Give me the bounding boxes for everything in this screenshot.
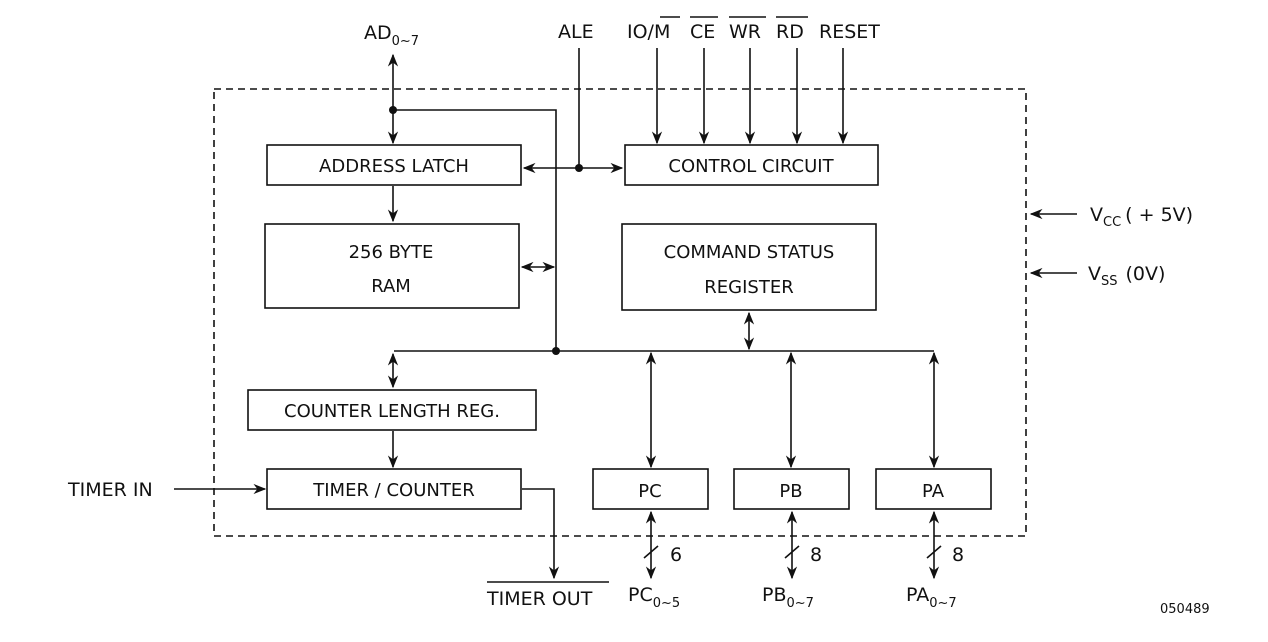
- chip-boundary: [213, 88, 1027, 537]
- counter-length-block: [247, 389, 537, 431]
- pb-width-label: 8: [810, 544, 822, 566]
- ram-label-line2: RAM: [371, 276, 411, 297]
- command-status-label-line2: REGISTER: [704, 277, 793, 298]
- ram-block: [264, 223, 520, 309]
- ale-label: ALE: [558, 21, 594, 43]
- command-status-label-line1: COMMAND STATUS: [664, 242, 835, 263]
- pc-block: [592, 468, 709, 510]
- ce-label: CE: [690, 21, 715, 43]
- pc-width-label: 6: [670, 544, 682, 566]
- ram-label-line1: 256 BYTE: [349, 242, 434, 263]
- internal-bus-wire: [393, 109, 557, 351]
- vcc-label: VCC( + 5V): [1090, 204, 1193, 230]
- control-circuit-label: CONTROL CIRCUIT: [668, 156, 834, 177]
- command-status-block: [621, 223, 877, 311]
- pb-width-slash: [784, 545, 800, 559]
- timer-out-wire: [522, 488, 560, 580]
- counter-length-label: COUNTER LENGTH REG.: [284, 401, 500, 422]
- ad-bus-label: AD0~7: [364, 22, 419, 49]
- vss-label: VSS(0V): [1088, 263, 1165, 289]
- reset-label: RESET: [819, 21, 880, 43]
- figure-code: 050489: [1160, 602, 1210, 617]
- timer-in-label: TIMER IN: [67, 479, 153, 501]
- timer-counter-label: TIMER / COUNTER: [312, 480, 474, 501]
- rd-label: RD: [776, 21, 804, 43]
- pa-port-label: PA0~7: [906, 584, 957, 611]
- pa-block-label: PA: [922, 481, 945, 502]
- control-circuit-block: [624, 144, 879, 186]
- pa-width-slash: [926, 545, 942, 559]
- io-m-label: IO/M: [627, 21, 670, 43]
- ale-junction: [575, 164, 583, 172]
- pb-port-label: PB0~7: [762, 584, 814, 611]
- timer-counter-block: [266, 468, 522, 510]
- pa-width-label: 8: [952, 544, 964, 566]
- address-latch-label: ADDRESS LATCH: [319, 156, 469, 177]
- pc-block-label: PC: [638, 481, 661, 502]
- pa-block: [875, 468, 992, 510]
- pb-block-label: PB: [779, 481, 802, 502]
- pc-width-slash: [643, 545, 659, 559]
- wr-label: WR: [729, 21, 761, 43]
- pb-block: [733, 468, 850, 510]
- address-latch-block: [266, 144, 522, 186]
- pc-port-label: PC0~5: [628, 584, 680, 611]
- timer-out-label: TIMER OUT: [486, 588, 593, 610]
